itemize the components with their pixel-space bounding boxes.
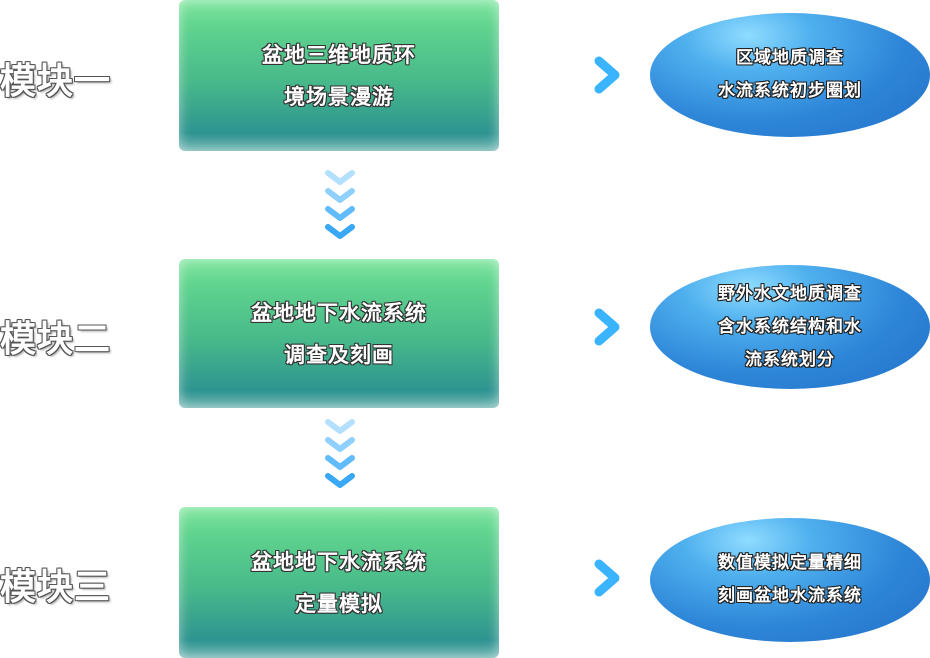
result-ellipse-2: 野外水文地质调查 含水系统结构和水 流系统划分 [650,265,930,389]
process-box-2-line-2: 调查及刻画 [284,342,394,367]
result-ellipse-1: 区域地质调查 水流系统初步圈划 [650,13,930,137]
process-box-1: 盆地三维地质环 境场景漫游 [179,0,499,151]
result-ellipse-2-line-3: 流系统划分 [745,349,835,370]
process-box-1-line-1: 盆地三维地质环 [262,42,416,67]
process-box-3-line-2: 定量模拟 [295,591,383,616]
result-ellipse-3-line-2: 刻画盆地水流系统 [718,586,862,606]
chevrons-down-icon [325,419,355,488]
arrow-right-icon [536,308,620,346]
arrow-right-icon [536,56,620,94]
arrow-right-icon [536,559,620,597]
process-box-3-line-1: 盆地地下水流系统 [251,549,427,574]
module-label-1: 模块一 [0,61,112,102]
process-box-3: 盆地地下水流系统 定量模拟 [179,507,499,658]
module-label-2: 模块二 [0,319,112,360]
process-box-2: 盆地地下水流系统 调查及刻画 [179,259,499,408]
result-ellipse-1-line-1: 区域地质调查 [736,48,844,68]
result-ellipse-2-line-2: 含水系统结构和水 [718,316,862,337]
chevrons-down-icon [325,170,355,239]
module-label-3: 模块三 [0,567,112,608]
result-ellipse-3: 数值模拟定量精细 刻画盆地水流系统 [650,518,930,642]
result-ellipse-2-line-1: 野外水文地质调查 [718,283,862,304]
process-box-2-line-1: 盆地地下水流系统 [251,300,427,325]
process-box-1-line-2: 境场景漫游 [284,84,394,109]
result-ellipse-1-line-2: 水流系统初步圈划 [718,81,862,101]
result-ellipse-3-line-1: 数值模拟定量精细 [718,553,862,573]
